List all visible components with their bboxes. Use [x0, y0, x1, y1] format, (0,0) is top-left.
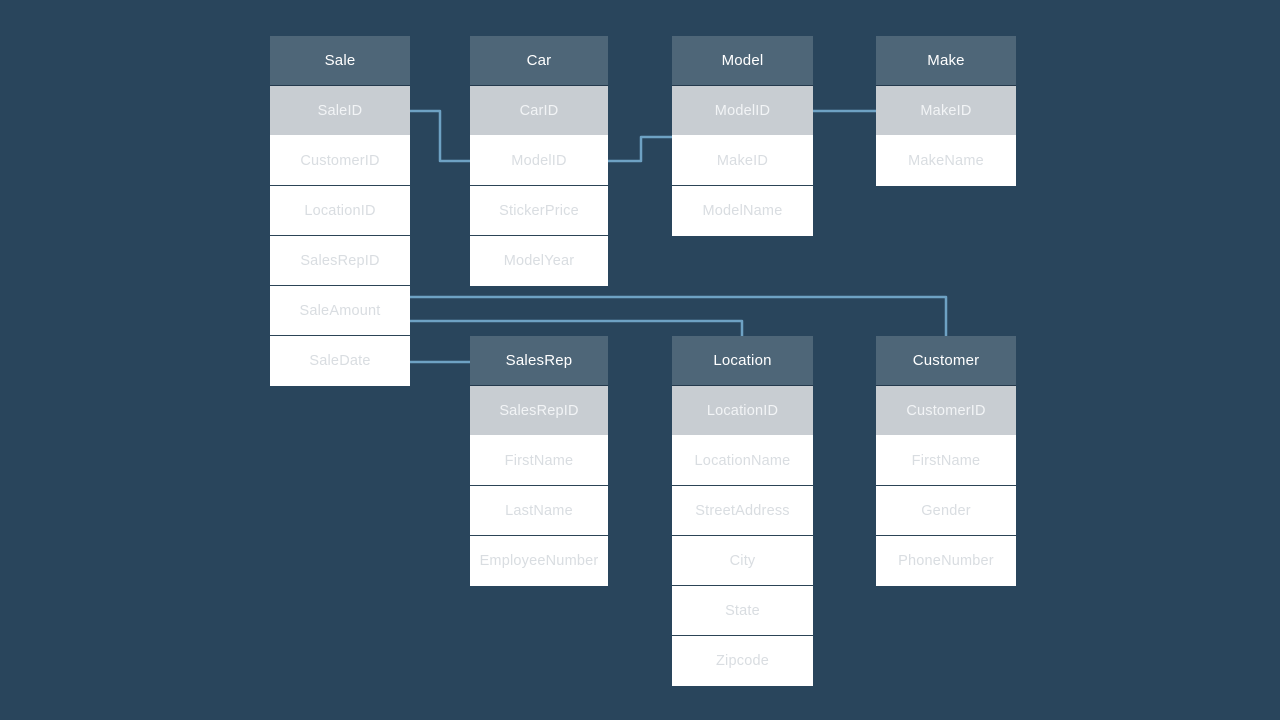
- field-salesrep-1[interactable]: FirstName: [470, 436, 608, 486]
- field-salesrep-3[interactable]: EmployeeNumber: [470, 536, 608, 586]
- field-customer-2[interactable]: Gender: [876, 486, 1016, 536]
- field-car-2[interactable]: StickerPrice: [470, 186, 608, 236]
- field-location-1[interactable]: LocationName: [672, 436, 813, 486]
- connector-sale-customer: [408, 295, 948, 338]
- field-customer-3[interactable]: PhoneNumber: [876, 536, 1016, 586]
- field-location-3[interactable]: City: [672, 536, 813, 586]
- field-model-1[interactable]: MakeID: [672, 136, 813, 186]
- pk-field-car-0[interactable]: CarID: [470, 86, 608, 136]
- field-location-2[interactable]: StreetAddress: [672, 486, 813, 536]
- field-car-3[interactable]: ModelYear: [470, 236, 608, 286]
- field-sale-2[interactable]: LocationID: [270, 186, 410, 236]
- entity-title-customer: Customer: [876, 336, 1016, 386]
- field-salesrep-2[interactable]: LastName: [470, 486, 608, 536]
- entity-title-make: Make: [876, 36, 1016, 86]
- field-sale-4[interactable]: SaleAmount: [270, 286, 410, 336]
- field-car-1[interactable]: ModelID: [470, 136, 608, 186]
- field-sale-3[interactable]: SalesRepID: [270, 236, 410, 286]
- pk-field-model-0[interactable]: ModelID: [672, 86, 813, 136]
- pk-field-location-0[interactable]: LocationID: [672, 386, 813, 436]
- entity-title-model: Model: [672, 36, 813, 86]
- connector-sale-location: [408, 319, 744, 338]
- field-model-2[interactable]: ModelName: [672, 186, 813, 236]
- entity-title-sale: Sale: [270, 36, 410, 86]
- field-customer-1[interactable]: FirstName: [876, 436, 1016, 486]
- field-make-1[interactable]: MakeName: [876, 136, 1016, 186]
- connector-car-model: [606, 135, 674, 163]
- entity-title-car: Car: [470, 36, 608, 86]
- field-location-4[interactable]: State: [672, 586, 813, 636]
- entity-title-location: Location: [672, 336, 813, 386]
- pk-field-make-0[interactable]: MakeID: [876, 86, 1016, 136]
- pk-field-salesrep-0[interactable]: SalesRepID: [470, 386, 608, 436]
- pk-field-customer-0[interactable]: CustomerID: [876, 386, 1016, 436]
- entity-title-salesrep: SalesRep: [470, 336, 608, 386]
- pk-field-sale-0[interactable]: SaleID: [270, 86, 410, 136]
- field-location-5[interactable]: Zipcode: [672, 636, 813, 686]
- field-sale-5[interactable]: SaleDate: [270, 336, 410, 386]
- field-sale-1[interactable]: CustomerID: [270, 136, 410, 186]
- connector-sale-car: [408, 109, 472, 163]
